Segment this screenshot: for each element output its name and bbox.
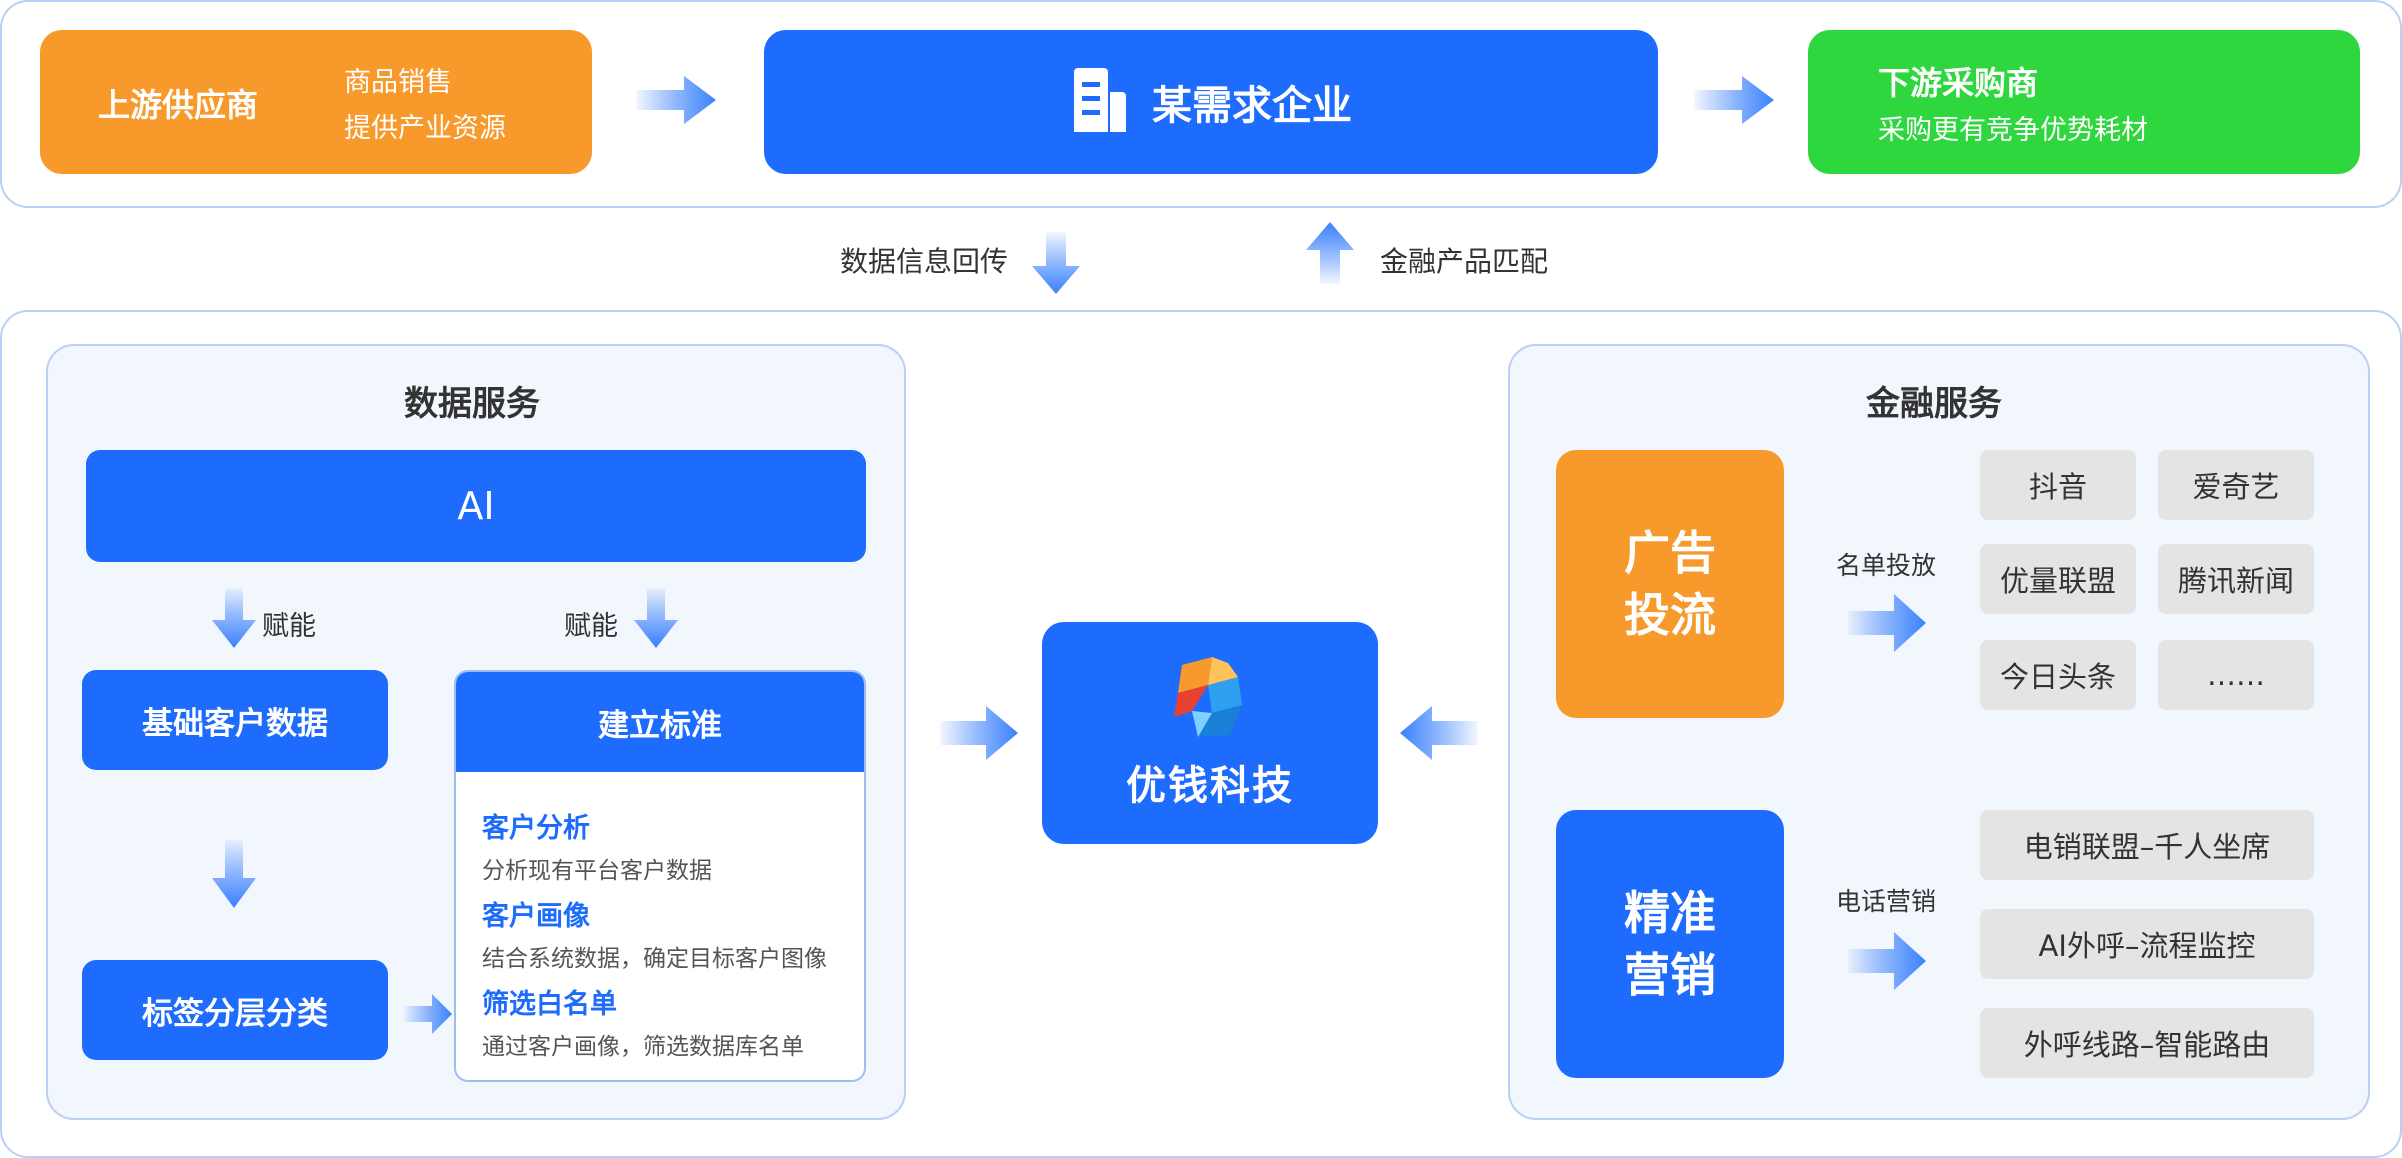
upstream-supplier-title: 上游供应商 (98, 86, 259, 124)
arrow-down-icon (1032, 232, 1080, 294)
standard-item-desc: 分析现有平台客户数据 (482, 858, 712, 884)
channel-tag: 腾讯新闻 (2158, 544, 2314, 614)
standard-item: 筛选白名单 通过客户画像，筛选数据库名单 (482, 982, 804, 1061)
basic-customer-data-box: 基础客户数据 (82, 670, 388, 770)
tag-layer-box: 标签分层分类 (82, 960, 388, 1060)
arrow-right-icon (404, 994, 452, 1034)
ad-flow-box: 广告 投流 (1556, 450, 1784, 718)
arrow-right-icon (1694, 76, 1774, 124)
marketing-tag: AI外呼–流程监控 (1980, 909, 2314, 979)
tag-layer-label: 标签分层分类 (142, 995, 328, 1032)
data-back-label: 数据信息回传 (840, 245, 1009, 278)
standard-card-title: 建立标准 (598, 707, 722, 744)
arrow-down-icon (212, 588, 256, 648)
precision-marketing-title-line2: 营销 (1624, 948, 1716, 1002)
empower-right-label: 赋能 (564, 611, 618, 642)
standard-item-heading: 筛选白名单 (482, 989, 617, 1020)
ad-flow-title-line1: 广告 (1624, 526, 1716, 580)
finance-match-label: 金融产品匹配 (1380, 245, 1549, 278)
standard-card: 建立标准 客户分析 分析现有平台客户数据 客户画像 结合系统数据，确定目标客户图… (454, 670, 866, 1082)
precision-arrow-label: 电话营销 (1836, 887, 1937, 916)
building-icon (1070, 68, 1130, 136)
channel-tag: 今日头条 (1980, 640, 2136, 710)
channel-tag: 爱奇艺 (2158, 450, 2314, 520)
standard-item-desc: 通过客户画像，筛选数据库名单 (482, 1034, 804, 1060)
demand-enterprise-title: 某需求企业 (1152, 83, 1352, 129)
arrow-left-icon (1400, 706, 1478, 760)
empower-left-label: 赋能 (262, 611, 316, 642)
standard-item-heading: 客户画像 (482, 901, 590, 932)
arrow-right-icon (636, 76, 716, 124)
standard-item-desc: 结合系统数据，确定目标客户图像 (482, 946, 827, 972)
center-logo-box: 优钱科技 (1042, 622, 1378, 844)
precision-marketing-title-line1: 精准 (1624, 886, 1716, 940)
marketing-tag: 外呼线路–智能路由 (1980, 1008, 2314, 1078)
precision-marketing-box: 精准 营销 (1556, 810, 1784, 1078)
logo-icon (1168, 655, 1252, 743)
arrow-right-icon (1848, 932, 1926, 990)
arrow-up-icon (1306, 222, 1354, 284)
ai-label: AI (457, 484, 495, 528)
downstream-buyer-title: 下游采购商 (1878, 64, 2039, 102)
upstream-supplier-line1: 商品销售 (344, 67, 452, 98)
ad-arrow-label: 名单投放 (1836, 551, 1937, 580)
arrow-down-icon (634, 588, 678, 648)
upstream-supplier-box: 上游供应商 商品销售 提供产业资源 (40, 30, 592, 174)
channel-tag: …… (2158, 640, 2314, 710)
channel-tag: 抖音 (1980, 450, 2136, 520)
upstream-supplier-line2: 提供产业资源 (344, 113, 506, 144)
downstream-buyer-box: 下游采购商 采购更有竞争优势耗材 (1808, 30, 2360, 174)
ad-flow-title-line2: 投流 (1624, 588, 1716, 642)
ai-box: AI (86, 450, 866, 562)
finance-service-title: 金融服务 (1866, 384, 2002, 424)
data-service-title: 数据服务 (404, 384, 540, 424)
standard-item-heading: 客户分析 (482, 813, 590, 844)
basic-customer-data-label: 基础客户数据 (142, 705, 328, 742)
channel-tag: 优量联盟 (1980, 544, 2136, 614)
center-logo-name: 优钱科技 (1126, 763, 1294, 809)
arrow-right-icon (940, 706, 1018, 760)
arrow-right-icon (1848, 594, 1926, 652)
downstream-buyer-subtitle: 采购更有竞争优势耗材 (1878, 115, 2148, 146)
standard-item: 客户画像 结合系统数据，确定目标客户图像 (482, 894, 827, 973)
demand-enterprise-box: 某需求企业 (764, 30, 1658, 174)
standard-item: 客户分析 分析现有平台客户数据 (482, 806, 712, 885)
marketing-tag: 电销联盟–千人坐席 (1980, 810, 2314, 880)
arrow-down-icon (212, 840, 256, 908)
standard-card-header: 建立标准 (456, 672, 864, 772)
